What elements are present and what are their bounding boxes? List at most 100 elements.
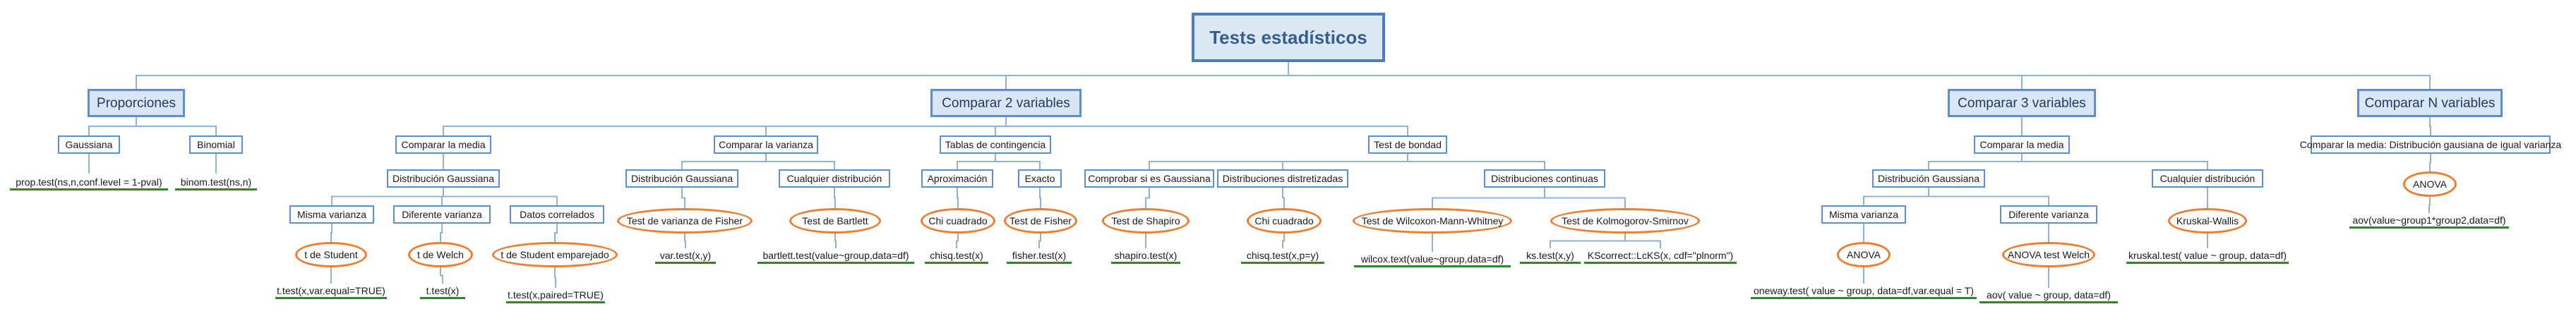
- connector-line: [995, 154, 1041, 169]
- connector-line: [554, 224, 558, 242]
- code-t-test-paired: t.test(x,paired=TRUE): [506, 288, 605, 303]
- connector-line: [136, 117, 217, 135]
- code-shapiro-test: shapiro.test(x): [1111, 248, 1180, 264]
- node-test-de-bondad[interactable]: Test de bondad: [1368, 135, 1447, 154]
- connector-line: [2021, 154, 2208, 169]
- test-varianza-fisher[interactable]: Test de varianza de Fisher: [617, 208, 753, 234]
- test-chi-cuadrado[interactable]: Chi cuadrado: [921, 208, 995, 234]
- code-bartlett-test: bartlett.test(value~group,data=df): [757, 248, 914, 264]
- node-comparar-la-media-gausiana-igual-varianza[interactable]: Comparar la media: Distribución gausiana…: [2300, 135, 2561, 154]
- node-misma-varianza[interactable]: Misma varianza: [289, 205, 374, 224]
- connector-line: [1145, 188, 1150, 208]
- code-wilcox-text: wilcox.text(value~group,data=df): [1354, 252, 1511, 267]
- node-misma-varianza[interactable]: Misma varianza: [1821, 205, 1906, 224]
- node-comprobar-si-es-gaussiana[interactable]: Comprobar si es Gaussiana: [1084, 169, 1214, 188]
- test-anova[interactable]: ANOVA: [1837, 242, 1891, 267]
- code-fisher-test: fisher.test(x): [1007, 248, 1072, 264]
- connector-line: [440, 224, 443, 242]
- connector-line: [1038, 234, 1041, 248]
- code-aov: aov( value ~ group, data=df): [1979, 288, 2118, 303]
- connector-line: [88, 117, 137, 135]
- code-kruskal-test: kruskal.test( value ~ group, data=df): [2126, 248, 2289, 264]
- node-cualquier-distribucion[interactable]: Cualquier distribución: [779, 169, 890, 188]
- test-t-student-emparejado[interactable]: t de Student emparejado: [492, 242, 618, 267]
- connector-line: [330, 224, 333, 242]
- connector-line: [440, 267, 443, 284]
- code-kscorrect-lcks: KScorrect::LcKS(x, cdf="plnorm"): [1584, 248, 1737, 264]
- node-comparar-la-varianza[interactable]: Comparar la varianza: [714, 135, 818, 154]
- code-t-test: t.test(x): [420, 284, 465, 299]
- code-prop-test: prop.test(ns,n,conf.level = 1-pval): [10, 174, 168, 190]
- root-node-title[interactable]: Tests estadísticos: [1192, 13, 1385, 62]
- test-anova[interactable]: ANOVA: [2403, 171, 2457, 197]
- connector-line: [2429, 154, 2431, 171]
- connector-line: [681, 154, 767, 169]
- code-t-test-var-equal: t.test(x,var.equal=TRUE): [275, 284, 387, 299]
- connector-line: [1005, 117, 1408, 135]
- test-de-shapiro[interactable]: Test de Shapiro: [1102, 208, 1190, 234]
- node-datos-correlados[interactable]: Datos correlados: [510, 205, 604, 224]
- branch-proporciones[interactable]: Proporciones: [88, 89, 185, 117]
- connector-line: [2428, 197, 2431, 213]
- test-chi-cuadrado[interactable]: Chi cuadrado: [1247, 208, 1322, 234]
- test-kruskal-wallis[interactable]: Kruskal-Wallis: [2168, 208, 2247, 234]
- test-t-de-student[interactable]: t de Student: [295, 242, 367, 267]
- branch-comparar-3-variables[interactable]: Comparar 3 variables: [1948, 89, 2096, 117]
- node-distribucion-gaussiana[interactable]: Distribución Gaussiana: [1872, 169, 1985, 188]
- connector-line: [331, 188, 444, 205]
- connector-line: [1005, 62, 1289, 89]
- connector-line: [834, 188, 836, 208]
- connector-line: [1544, 188, 1626, 208]
- connector-line: [443, 188, 558, 205]
- node-gaussiana[interactable]: Gaussiana: [58, 135, 120, 154]
- connector-line: [956, 234, 959, 248]
- connector-line: [765, 117, 1007, 135]
- node-diferente-varianza[interactable]: Diferente varianza: [2000, 205, 2097, 224]
- node-aproximacion[interactable]: Aproximación: [921, 169, 993, 188]
- code-var-test: var.test(x,y): [655, 248, 716, 264]
- node-distribucion-gaussiana[interactable]: Distribución Gaussiana: [387, 169, 500, 188]
- code-chisq-test-p: chisq.test(x,p=y): [1241, 248, 1324, 264]
- connector-line: [1550, 234, 1626, 248]
- branch-comparar-n-variables[interactable]: Comparar N variables: [2357, 89, 2503, 117]
- connector-line: [1407, 154, 1545, 169]
- connector-line: [681, 188, 685, 208]
- connector-line: [1282, 188, 1285, 208]
- connector-line: [995, 117, 1007, 135]
- node-comparar-la-media[interactable]: Comparar la media: [395, 135, 491, 154]
- node-binomial[interactable]: Binomial: [189, 135, 243, 154]
- connector-line: [957, 154, 996, 169]
- connector-line: [2429, 117, 2431, 135]
- connector-line: [1282, 234, 1285, 248]
- connector-line: [834, 234, 837, 248]
- connector-line: [1039, 188, 1041, 208]
- node-diferente-varianza[interactable]: Diferente varianza: [393, 205, 491, 224]
- node-distribucion-gaussiana[interactable]: Distribución Gaussiana: [625, 169, 738, 188]
- code-ks-test: ks.test(x,y): [1520, 248, 1581, 264]
- node-cualquier-distribucion[interactable]: Cualquier distribución: [2152, 169, 2263, 188]
- test-anova-welch[interactable]: ANOVA test Welch: [2002, 242, 2095, 267]
- connector-line: [765, 154, 835, 169]
- node-distribuciones-distretizadas[interactable]: Distribuciones distretizadas: [1217, 169, 1348, 188]
- test-kolmogorov-smirnov[interactable]: Test de Kolmogorov-Smirnov: [1550, 208, 1700, 234]
- connector-line: [1624, 234, 1661, 248]
- connector-line: [1928, 188, 2049, 205]
- code-oneway-test: oneway.test( value ~ group, data=df,var.…: [1751, 284, 1977, 299]
- branch-comparar-2-variables[interactable]: Comparar 2 variables: [930, 89, 1082, 117]
- node-tablas-de-contingencia[interactable]: Tablas de contingencia: [940, 135, 1051, 154]
- code-binom-test: binom.test(ns,n): [175, 174, 257, 190]
- test-t-de-welch[interactable]: t de Welch: [408, 242, 473, 267]
- test-bartlett[interactable]: Test de Bartlett: [789, 208, 881, 234]
- connector-line: [554, 267, 556, 288]
- connector-line: [1863, 188, 1929, 205]
- node-comparar-la-media[interactable]: Comparar la media: [1974, 135, 2070, 154]
- node-exacto[interactable]: Exacto: [1018, 169, 1062, 188]
- test-wilcoxon-mann-whitney[interactable]: Test de Wilcoxon-Mann-Whitney: [1353, 208, 1512, 234]
- test-de-fisher[interactable]: Test de Fisher: [1004, 208, 1077, 234]
- connector-line: [957, 188, 959, 208]
- connector-line: [1432, 188, 1545, 208]
- node-distribuciones-continuas[interactable]: Distribuciones continuas: [1484, 169, 1605, 188]
- code-aov-group: aov(value~group1*group2,data=df): [2349, 213, 2509, 229]
- connector-line: [1928, 154, 2023, 169]
